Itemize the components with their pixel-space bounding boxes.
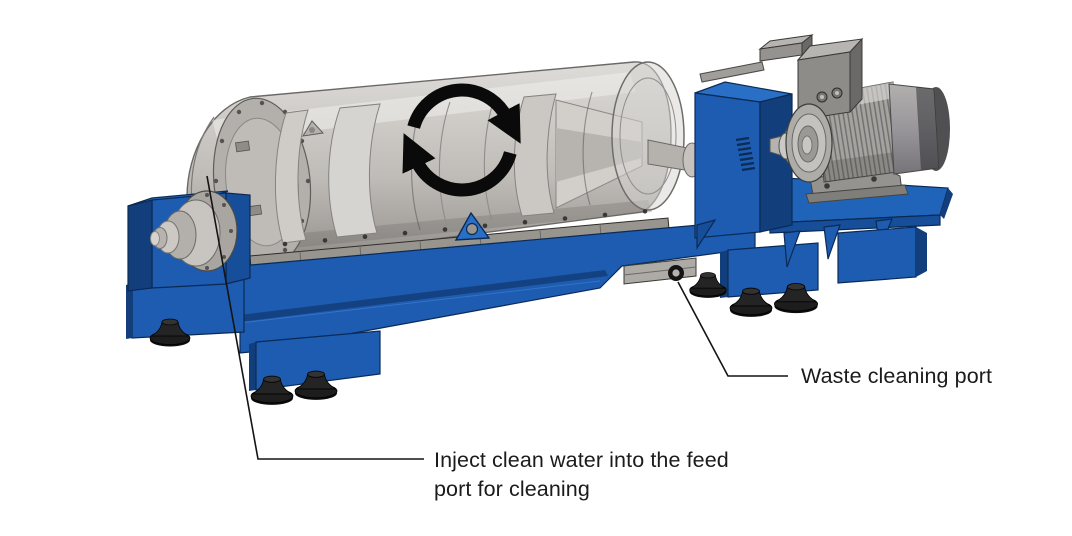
drum-bowl bbox=[186, 61, 685, 267]
waste-leader-line bbox=[677, 281, 788, 377]
motor-front-housing bbox=[785, 103, 833, 183]
cover-end-cap bbox=[611, 61, 685, 211]
rotation-arrow-icon bbox=[402, 83, 521, 197]
motor-fan-cowl bbox=[888, 83, 950, 175]
gearbox-housing bbox=[694, 81, 793, 251]
front-leg-block bbox=[249, 330, 381, 391]
frame-lifting-lug bbox=[454, 211, 491, 241]
waste-cleaning-port bbox=[623, 257, 697, 285]
cover-flange-bolts bbox=[282, 209, 648, 247]
feed-leader-line bbox=[206, 175, 424, 460]
feed-bearing-assembly bbox=[150, 190, 238, 272]
feed-annotation-label: Inject clean water into the feed port fo… bbox=[434, 448, 729, 501]
vent-slots-icon bbox=[735, 136, 756, 172]
waste-annotation-label: Waste cleaning port bbox=[801, 364, 993, 388]
electric-motor bbox=[699, 33, 950, 204]
motor-terminal-box bbox=[699, 33, 864, 121]
cover-lifting-lug bbox=[302, 120, 325, 137]
